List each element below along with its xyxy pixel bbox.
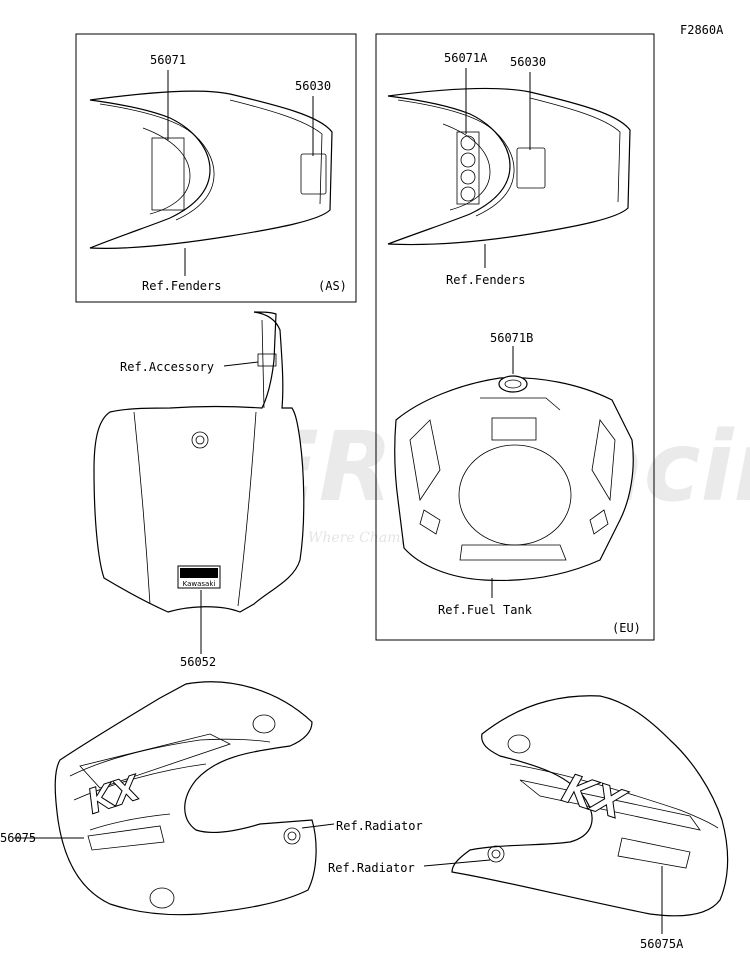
kawasaki-logo: Kawasaki: [177, 565, 221, 589]
label-ref-accessory: Ref.Accessory: [120, 360, 214, 374]
label-56075A: 56075A: [640, 937, 684, 951]
rear-fender-as: [89, 90, 333, 249]
radiator-shroud-right: KX: [451, 695, 729, 917]
label-ref-radiator-right: Ref.Radiator: [328, 861, 415, 875]
label-56052: 56052: [180, 655, 216, 669]
fuel-tank: [394, 375, 634, 582]
kawasaki-logo-text: Kawasaki: [183, 580, 216, 588]
rear-fender-eu: [387, 87, 631, 246]
decal-56071B: [491, 417, 537, 441]
region-box-as: [75, 33, 357, 303]
decal-56071A: [456, 131, 480, 205]
label-56071A: 56071A: [444, 51, 488, 65]
label-ref-radiator-left: Ref.Radiator: [336, 819, 423, 833]
label-ref-fenders-right: Ref.Fenders: [446, 273, 525, 287]
decal-56030-right: [516, 147, 546, 189]
tag-as: (AS): [318, 279, 347, 293]
label-56030-left: 56030: [295, 79, 331, 93]
label-ref-fenders-left: Ref.Fenders: [142, 279, 221, 293]
region-box-eu: [375, 33, 655, 641]
label-56030-right: 56030: [510, 55, 546, 69]
figure-code: F2860A: [680, 23, 724, 37]
label-ref-fuel-tank: Ref.Fuel Tank: [438, 603, 533, 617]
label-56071B: 56071B: [490, 331, 533, 345]
label-56071: 56071: [150, 53, 186, 67]
tag-eu: (EU): [612, 621, 641, 635]
radiator-shroud-left: KX: [54, 681, 317, 916]
front-number-plate: Kawasaki: [93, 311, 305, 613]
decal-accessory-box: [257, 353, 277, 367]
label-56075: 56075: [0, 831, 36, 845]
